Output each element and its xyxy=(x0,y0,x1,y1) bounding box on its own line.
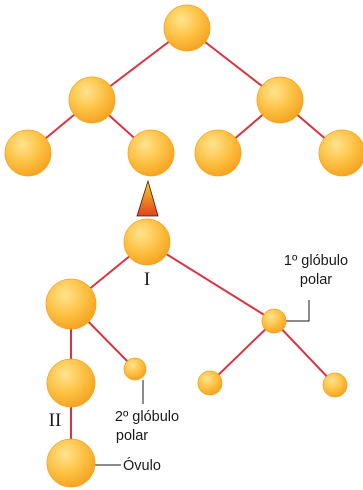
first-polar-body-label-line2: polar xyxy=(300,272,332,288)
cell-secondary-oocyte xyxy=(45,278,97,330)
stage-two-label: II xyxy=(49,410,62,431)
cell-leaf-1 xyxy=(4,129,52,177)
cells xyxy=(4,4,363,488)
cell-polar-division-left xyxy=(197,370,223,396)
cell-ovum xyxy=(46,438,96,488)
lower-tree-connectors xyxy=(70,241,336,463)
cell-leaf-3 xyxy=(194,129,242,177)
cell-leaf-2 xyxy=(127,129,175,177)
cell-stage-one xyxy=(123,218,171,266)
connector-line xyxy=(273,320,336,386)
connector-line xyxy=(209,320,275,384)
second-polar-body-label-line1: 2º glóbulo xyxy=(115,409,179,425)
stage-one-label: I xyxy=(144,269,150,290)
ovum-label: Óvulo xyxy=(123,457,161,474)
arrow-icon xyxy=(136,179,159,217)
second-polar-body-label-line2: polar xyxy=(116,428,148,444)
cell-upper-right xyxy=(256,76,304,124)
label-leader-lines xyxy=(94,300,310,466)
cell-upper-left xyxy=(68,76,116,124)
cell-first-polar-body xyxy=(261,308,287,334)
connector-line xyxy=(146,241,275,322)
cell-stage-two xyxy=(46,358,96,408)
cell-top xyxy=(163,4,211,52)
first-polar-body-label-line1: 1º glóbulo xyxy=(284,253,348,269)
cell-polar-division-right xyxy=(322,372,348,398)
cell-second-polar-body xyxy=(123,357,147,381)
leader-first-polar-body xyxy=(286,300,310,322)
cell-leaf-4 xyxy=(318,129,363,177)
